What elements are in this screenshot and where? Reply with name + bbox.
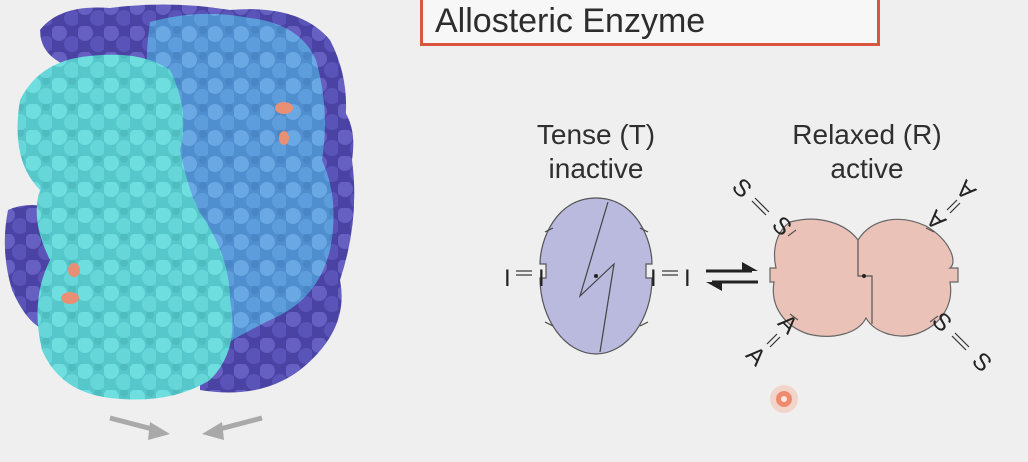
title-box: Allosteric Enzyme [420,0,880,46]
substrate-label: S [966,347,996,377]
substrate-label: S [726,173,756,203]
arrow-icon [109,415,170,440]
equilibrium-arrows-icon [706,262,758,291]
activator-label: A [951,174,981,204]
ligand-site [68,263,80,277]
activator-label: A [740,341,770,371]
inhibitor-label: I [538,265,545,292]
ligand-site [275,102,293,114]
activator-binding-top-right: A A [921,174,981,234]
inhibitor-binding-right: I I [650,265,691,292]
relaxed-state-enzyme [769,218,959,337]
ligand-site [279,131,289,145]
relaxed-label-line2: active [830,153,904,184]
activator-binding-bottom-left: A A [740,309,802,371]
tense-state-enzyme [539,197,653,355]
inhibitor-label: I [504,265,511,292]
inhibitor-label: I [650,265,657,292]
relaxed-label: Relaxed (R) active [772,118,962,186]
tense-label-line2: inactive [548,153,644,184]
protein-cyan-subunit [17,54,233,400]
arrow-icon [202,415,263,440]
cursor-dot-icon [770,385,798,413]
relaxed-label-line1: Relaxed (R) [792,119,942,150]
tense-label-line1: Tense (T) [536,119,656,150]
inhibitor-label: I [684,265,691,292]
ligand-site [61,292,79,304]
substrate-binding-top-left: S S [726,173,796,241]
slide-title: Allosteric Enzyme [435,2,706,40]
substrate-binding-bottom-right: S S [926,307,996,377]
tense-label: Tense (T) inactive [506,118,686,186]
inhibitor-binding-left: I I [504,265,545,292]
